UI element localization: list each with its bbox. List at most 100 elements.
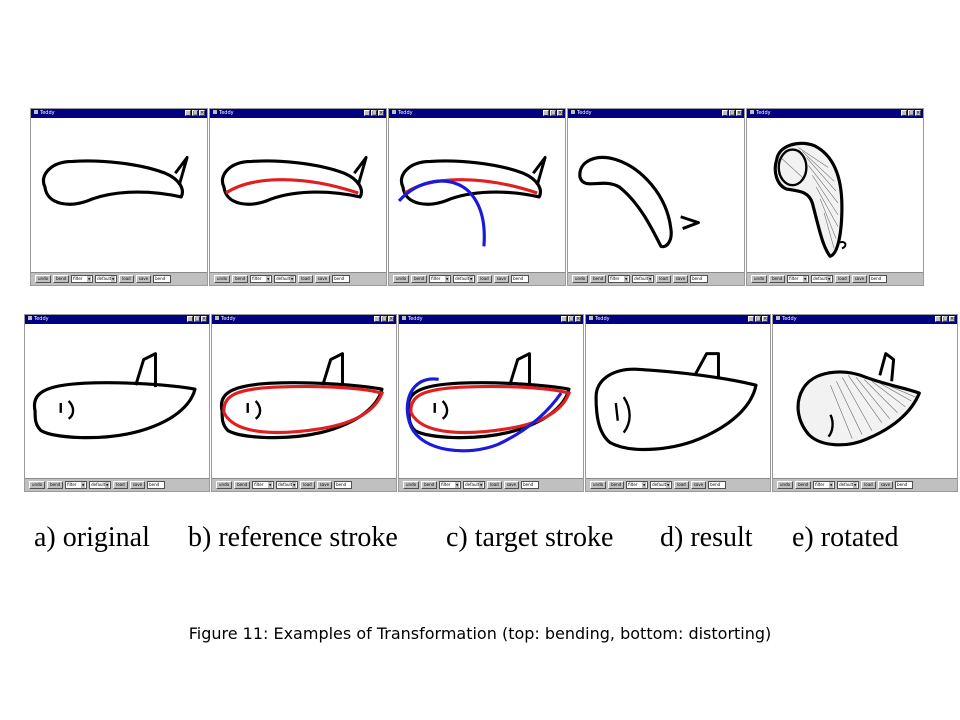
load-button[interactable]: load	[113, 481, 128, 489]
bend-button[interactable]: bend	[590, 275, 607, 283]
undo-button[interactable]: undo	[393, 275, 410, 283]
default-select[interactable]: default▼	[811, 275, 834, 283]
minimize-icon[interactable]: _	[185, 110, 191, 116]
mode-input[interactable]: bend	[869, 275, 888, 283]
bend-button[interactable]: bend	[411, 275, 428, 283]
title-bar[interactable]: Teddy_□×	[568, 109, 744, 118]
mode-input[interactable]: bend	[334, 481, 353, 489]
default-select[interactable]: default▼	[453, 275, 476, 283]
default-select[interactable]: default▼	[274, 275, 297, 283]
close-icon[interactable]: ×	[762, 316, 768, 322]
drawing-canvas[interactable]	[25, 324, 209, 478]
drawing-canvas[interactable]	[210, 118, 386, 272]
drawing-canvas[interactable]	[586, 324, 770, 478]
close-icon[interactable]: ×	[736, 110, 742, 116]
load-button[interactable]: load	[487, 481, 502, 489]
save-button[interactable]: save	[851, 275, 868, 283]
minimize-icon[interactable]: _	[543, 110, 549, 116]
close-icon[interactable]: ×	[201, 316, 207, 322]
mode-input[interactable]: bend	[147, 481, 166, 489]
mode-input[interactable]: bend	[332, 275, 351, 283]
filter-select[interactable]: filter▼	[626, 481, 649, 489]
bend-button[interactable]: bend	[47, 481, 64, 489]
title-bar[interactable]: Teddy_□×	[25, 315, 209, 324]
drawing-canvas[interactable]	[747, 118, 923, 272]
maximize-icon[interactable]: □	[550, 110, 556, 116]
undo-button[interactable]: undo	[751, 275, 768, 283]
minimize-icon[interactable]: _	[901, 110, 907, 116]
undo-button[interactable]: undo	[572, 275, 589, 283]
undo-button[interactable]: undo	[777, 481, 794, 489]
default-select[interactable]: default▼	[837, 481, 860, 489]
filter-select[interactable]: filter▼	[439, 481, 462, 489]
minimize-icon[interactable]: _	[187, 316, 193, 322]
bend-button[interactable]: bend	[234, 481, 251, 489]
save-button[interactable]: save	[129, 481, 146, 489]
save-button[interactable]: save	[316, 481, 333, 489]
bend-button[interactable]: bend	[232, 275, 249, 283]
default-select[interactable]: default▼	[632, 275, 655, 283]
title-bar[interactable]: Teddy_□×	[747, 109, 923, 118]
filter-select[interactable]: filter▼	[813, 481, 836, 489]
filter-select[interactable]: filter▼	[252, 481, 275, 489]
minimize-icon[interactable]: _	[561, 316, 567, 322]
save-button[interactable]: save	[135, 275, 152, 283]
title-bar[interactable]: Teddy_□×	[586, 315, 770, 324]
default-select[interactable]: default▼	[463, 481, 486, 489]
maximize-icon[interactable]: □	[755, 316, 761, 322]
title-bar[interactable]: Teddy_□×	[389, 109, 565, 118]
drawing-canvas[interactable]	[212, 324, 396, 478]
drawing-canvas[interactable]	[399, 324, 583, 478]
mode-input[interactable]: bend	[895, 481, 914, 489]
minimize-icon[interactable]: _	[364, 110, 370, 116]
save-button[interactable]: save	[877, 481, 894, 489]
close-icon[interactable]: ×	[949, 316, 955, 322]
load-button[interactable]: load	[477, 275, 492, 283]
title-bar[interactable]: Teddy_□×	[399, 315, 583, 324]
bend-button[interactable]: bend	[53, 275, 70, 283]
maximize-icon[interactable]: □	[371, 110, 377, 116]
maximize-icon[interactable]: □	[908, 110, 914, 116]
mode-input[interactable]: bend	[708, 481, 727, 489]
default-select[interactable]: default▼	[95, 275, 118, 283]
maximize-icon[interactable]: □	[381, 316, 387, 322]
default-select[interactable]: default▼	[650, 481, 673, 489]
load-button[interactable]: load	[674, 481, 689, 489]
save-button[interactable]: save	[672, 275, 689, 283]
drawing-canvas[interactable]	[31, 118, 207, 272]
minimize-icon[interactable]: _	[374, 316, 380, 322]
filter-select[interactable]: filter▼	[65, 481, 88, 489]
filter-select[interactable]: filter▼	[429, 275, 452, 283]
save-button[interactable]: save	[503, 481, 520, 489]
close-icon[interactable]: ×	[915, 110, 921, 116]
close-icon[interactable]: ×	[378, 110, 384, 116]
mode-input[interactable]: bend	[690, 275, 709, 283]
load-button[interactable]: load	[119, 275, 134, 283]
undo-button[interactable]: undo	[29, 481, 46, 489]
bend-button[interactable]: bend	[421, 481, 438, 489]
filter-select[interactable]: filter▼	[71, 275, 94, 283]
filter-select[interactable]: filter▼	[787, 275, 810, 283]
title-bar[interactable]: Teddy_□×	[31, 109, 207, 118]
close-icon[interactable]: ×	[199, 110, 205, 116]
filter-select[interactable]: filter▼	[250, 275, 273, 283]
load-button[interactable]: load	[656, 275, 671, 283]
close-icon[interactable]: ×	[388, 316, 394, 322]
save-button[interactable]: save	[493, 275, 510, 283]
filter-select[interactable]: filter▼	[608, 275, 631, 283]
maximize-icon[interactable]: □	[942, 316, 948, 322]
save-button[interactable]: save	[690, 481, 707, 489]
drawing-canvas[interactable]	[568, 118, 744, 272]
default-select[interactable]: default▼	[89, 481, 112, 489]
undo-button[interactable]: undo	[590, 481, 607, 489]
mode-input[interactable]: bend	[511, 275, 530, 283]
title-bar[interactable]: Teddy_□×	[210, 109, 386, 118]
close-icon[interactable]: ×	[575, 316, 581, 322]
drawing-canvas[interactable]	[773, 324, 957, 478]
bend-button[interactable]: bend	[608, 481, 625, 489]
load-button[interactable]: load	[298, 275, 313, 283]
maximize-icon[interactable]: □	[192, 110, 198, 116]
undo-button[interactable]: undo	[214, 275, 231, 283]
undo-button[interactable]: undo	[403, 481, 420, 489]
save-button[interactable]: save	[314, 275, 331, 283]
